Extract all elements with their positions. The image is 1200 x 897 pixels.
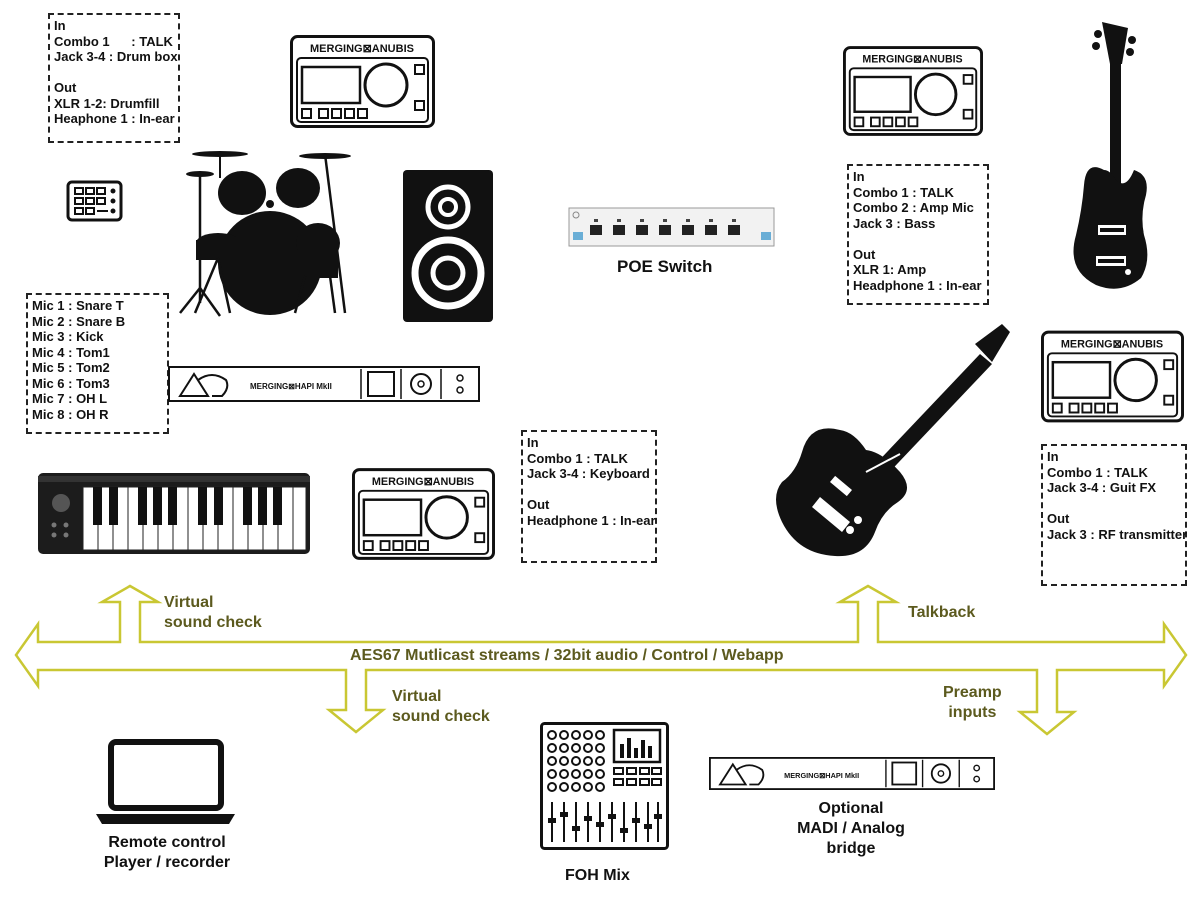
poe-switch-icon — [568, 207, 775, 247]
anubis-brand-text: MERGING⊠ANUBIS — [372, 476, 474, 488]
keyboard-io-box: In Combo 1 : TALK Jack 3-4 : Keyboard Ou… — [521, 430, 657, 563]
virtual-soundcheck-center-label: Virtual sound check — [392, 688, 490, 725]
mixer-icon — [540, 722, 669, 850]
hapi-unit-icon: MERGING⊠HAPI MkII — [168, 366, 480, 402]
drum-pad-icon — [66, 180, 123, 222]
drum-kit-icon — [179, 151, 351, 317]
remote-control-label: Remote control Player / recorder — [103, 834, 231, 871]
hapi-unit-icon: MERGING⊠HAPI MkII — [709, 757, 995, 790]
foh-mix-label: FOH Mix — [565, 867, 630, 884]
anubis-unit-icon: MERGING⊠ANUBIS — [843, 46, 983, 136]
anubis-brand-text: MERGING⊠ANUBIS — [1061, 338, 1163, 350]
guitar-io-box: In Combo 1 : TALK Jack 3-4 : Guit FX Out… — [1041, 444, 1187, 586]
hapi-brand-text: MERGING⊠HAPI MkII — [784, 771, 859, 780]
talkback-label: Talkback — [908, 604, 976, 621]
aes67-bus-arrow — [14, 584, 1188, 736]
electric-guitar-icon — [776, 324, 1010, 557]
madi-bridge-label: Optional MADI / Analog bridge — [797, 800, 905, 857]
anubis-unit-icon: MERGING⊠ANUBIS — [352, 468, 495, 560]
bass-guitar-icon — [1073, 22, 1148, 289]
preamp-inputs-label: Preamp inputs — [943, 684, 1002, 721]
anubis-brand-text: MERGING⊠ANUBIS — [862, 54, 962, 66]
anubis-unit-icon: MERGING⊠ANUBIS — [1041, 330, 1184, 423]
hapi-brand-text: MERGING⊠HAPI MkII — [250, 382, 332, 391]
drums-io-box: In Combo 1 : TALK Jack 3-4 : Drum box Ou… — [48, 13, 180, 143]
anubis-unit-icon: MERGING⊠ANUBIS — [290, 35, 435, 128]
anubis-brand-text: MERGING⊠ANUBIS — [310, 43, 414, 55]
poe-switch-label: POE Switch — [617, 257, 713, 276]
laptop-icon — [96, 739, 235, 824]
aes67-bus-label: AES67 Mutlicast streams / 32bit audio / … — [350, 647, 784, 664]
speaker-icon — [403, 170, 493, 322]
drum-mics-box: Mic 1 : Snare T Mic 2 : Snare B Mic 3 : … — [26, 293, 169, 434]
bass-io-box: In Combo 1 : TALK Combo 2 : Amp Mic Jack… — [847, 164, 989, 305]
virtual-soundcheck-keyboard-label: Virtual sound check — [164, 594, 262, 631]
keyboard-icon — [38, 473, 310, 554]
